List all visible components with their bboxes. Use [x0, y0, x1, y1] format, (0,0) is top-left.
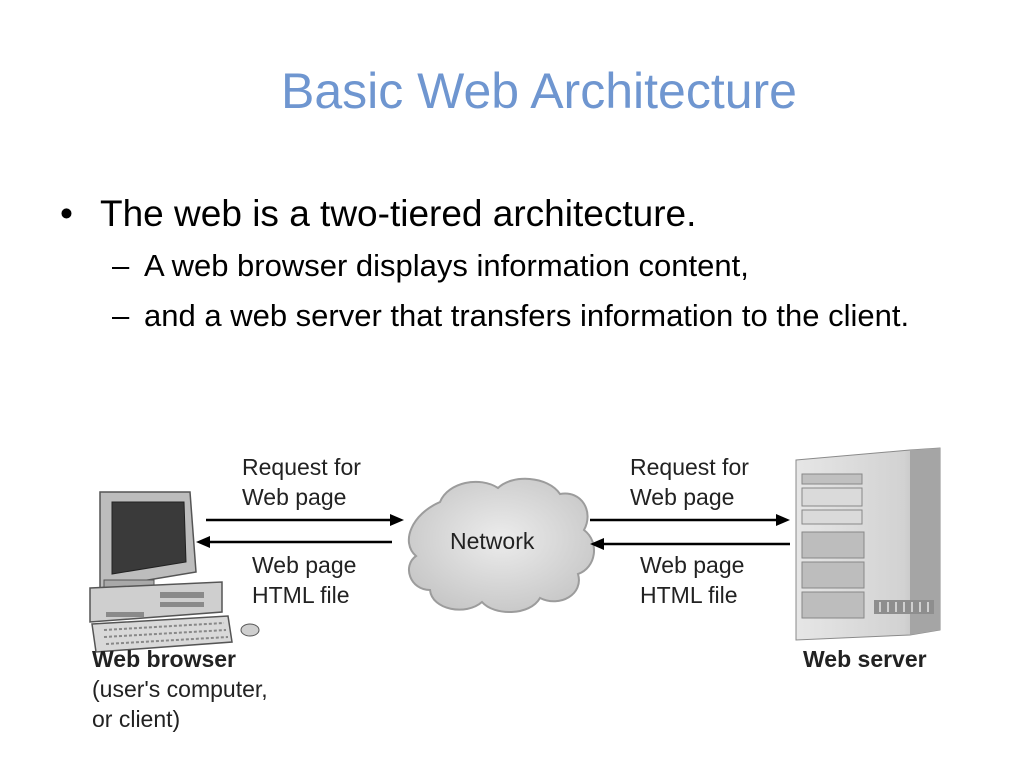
network-label: Network	[450, 528, 535, 554]
label-line: HTML file	[252, 582, 350, 608]
dash-marker: –	[112, 298, 130, 333]
label-line: Web page	[242, 484, 347, 510]
bullet-list: • The web is a two-tiered architecture. …	[60, 190, 1000, 338]
computer-icon	[89, 491, 260, 653]
label-line: Request for	[242, 454, 361, 480]
sub-bullet-item: – and a web server that transfers inform…	[112, 294, 1000, 338]
sub-bullet-text: A web browser displays information conte…	[144, 248, 749, 283]
left-request-label: Request for Web page	[242, 452, 361, 512]
diagram-graphics	[89, 447, 941, 653]
label-line: Web page	[252, 552, 357, 578]
right-response-label: Web page HTML file	[640, 550, 744, 610]
web-browser-caption: Web browser (user's computer, or client)	[92, 644, 268, 734]
web-architecture-diagram: Request for Web page Web page HTML file …	[0, 430, 1024, 768]
network-cloud-icon	[407, 477, 596, 614]
sub-bullet-item: – A web browser displays information con…	[112, 244, 1000, 288]
bullet-item: • The web is a two-tiered architecture.	[60, 190, 1000, 238]
label-line: Request for	[630, 454, 749, 480]
right-request-arrow	[590, 514, 790, 526]
right-response-arrow	[590, 538, 790, 550]
browser-title: Web browser	[92, 646, 236, 672]
label-line: Web page	[630, 484, 735, 510]
web-server-caption: Web server	[803, 646, 927, 672]
right-request-label: Request for Web page	[630, 452, 749, 512]
bullet-dot: •	[60, 193, 73, 234]
left-response-label: Web page HTML file	[252, 550, 356, 610]
label-line: Web page	[640, 552, 745, 578]
browser-sub-line: or client)	[92, 706, 181, 732]
left-request-arrow	[206, 514, 404, 526]
left-response-arrow	[196, 536, 392, 548]
server-icon	[795, 447, 941, 641]
dash-marker: –	[112, 248, 130, 283]
sub-bullet-text: and a web server that transfers informat…	[144, 298, 910, 333]
label-line: HTML file	[640, 582, 738, 608]
bullet-text: The web is a two-tiered architecture.	[100, 193, 697, 234]
browser-sub-line: (user's computer,	[92, 676, 268, 702]
slide-title: Basic Web Architecture	[281, 63, 797, 119]
